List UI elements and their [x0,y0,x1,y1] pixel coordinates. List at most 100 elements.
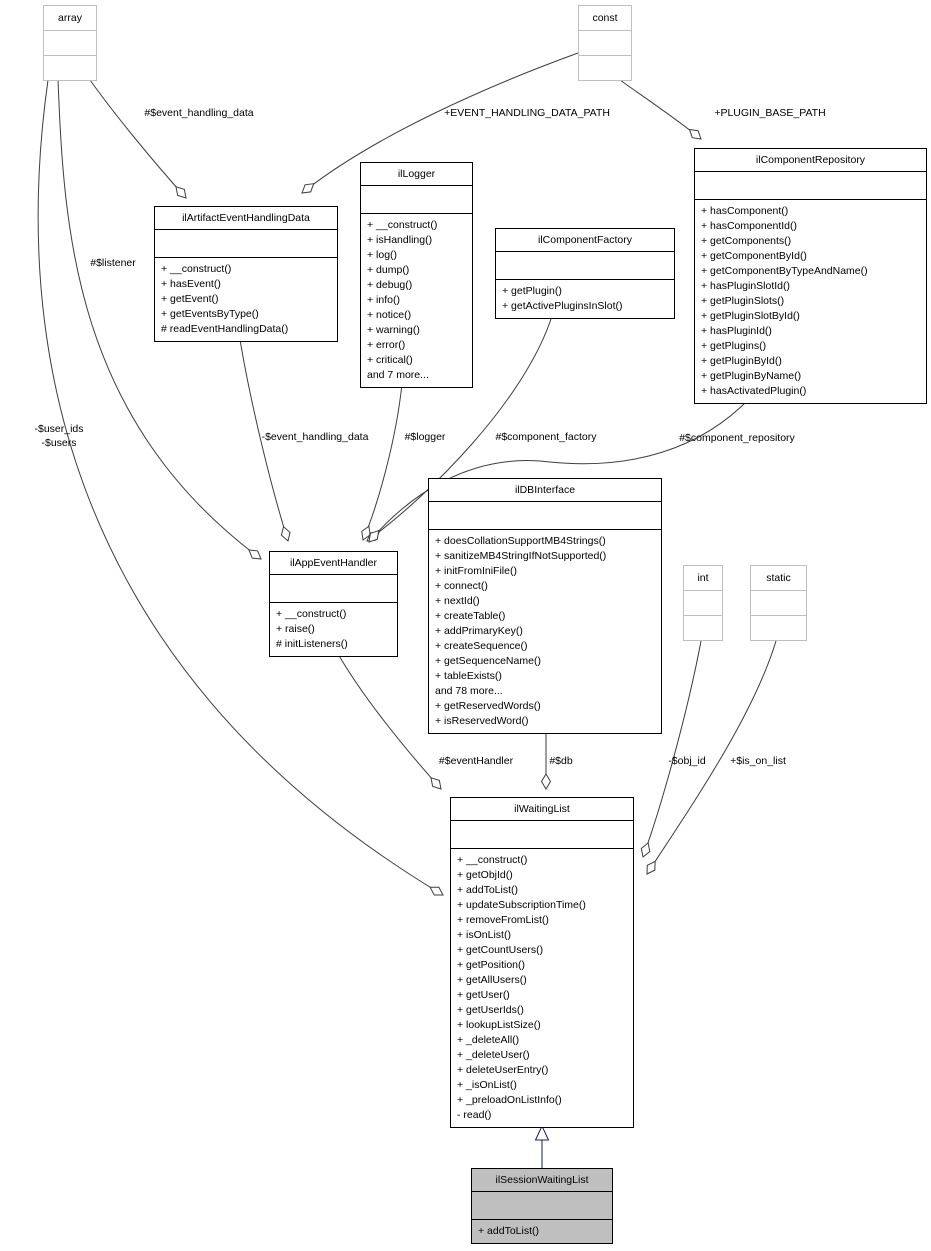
methods-compartment: + __construct() + hasEvent() + getEvent() +… [155,258,337,341]
method-label: + sanitizeMB4StringIfNotSupported() [435,550,607,562]
method-label: + addPrimaryKey() [435,625,523,637]
edge-label-event-handling-data: #$event_handling_data [144,107,254,119]
method-label: + _deleteAll() [457,1034,520,1046]
class-const[interactable]: const [578,5,632,81]
attrs-compartment [44,31,96,56]
edge-array-appeventhandler [57,79,262,560]
class-array[interactable]: array [43,5,97,81]
method-label: + notice() [367,309,412,321]
attrs-compartment [429,502,661,530]
method-label: + getAllUsers() [457,974,527,986]
method-label: + getPluginSlots() [701,295,785,307]
methods-compartment: + hasComponent()+ hasComponentId()+ getC… [695,200,926,403]
method-label: + __construct() [457,854,528,866]
method-label: + hasEvent() [161,278,221,290]
method-label: # readEventHandlingData() [161,323,289,335]
class-title: int [684,566,722,591]
method-label: + addToList() [478,1225,539,1237]
edge-int-waitinglist [640,640,702,858]
method-label: + hasPluginId() [701,325,772,337]
class-title: ilAppEventHandler [270,552,397,575]
methods-compartment: + doesCollationSupportMB4Strings()+ sani… [429,530,661,733]
edge-const-artifact [301,52,579,194]
edge-label-plugin-base-path: +PLUGIN_BASE_PATH [714,107,826,119]
attrs-compartment [579,31,631,56]
attrs-compartment [472,1192,612,1220]
method-label: + getUserIds() [457,1004,524,1016]
attrs-compartment [155,230,337,258]
method-label: + debug() [367,279,413,291]
method-label: + getPosition() [457,959,525,971]
edge-label-obj-id: -$obj_id [668,755,706,767]
class-ilLogger[interactable]: ilLogger + __construct()+ isHandling()+ … [360,162,473,388]
method-label: + error() [367,339,406,351]
class-title: ilDBInterface [429,479,661,502]
edge-label-logger: #$logger [404,431,446,443]
method-label: + lookupListSize() [457,1019,541,1031]
edge-logger-appeventhandler [361,383,403,541]
method-label: + nextId() [435,595,480,607]
methods-compartment [579,56,631,80]
edge-label-user-ids-users: -$user_ids -$users [34,423,84,449]
method-label: + getEventsByType() [161,308,259,320]
method-label: + isHandling() [367,234,433,246]
methods-compartment: + __construct() + raise() # initListeners(… [270,603,397,656]
method-label: + log() [367,249,398,261]
method-label: + raise() [276,623,315,635]
method-label: + updateSubscriptionTime() [457,899,586,911]
method-label: + getSequenceName() [435,655,541,667]
method-label: + warning() [367,324,420,336]
method-label: + dump() [367,264,410,276]
class-ilComponentRepository[interactable]: ilComponentRepository + hasComponent()+ … [694,148,927,404]
inheritance-arrow [534,1124,550,1141]
edge-label-is-on-list: +$is_on_list [730,755,786,767]
method-label: + createTable() [435,610,506,622]
class-ilWaitingList[interactable]: ilWaitingList + __construct()+ getObjId(… [450,797,634,1128]
method-label: # initListeners() [276,638,348,650]
class-title: ilComponentRepository [695,149,926,172]
class-ilSessionWaitingList[interactable]: ilSessionWaitingList + addToList() [471,1168,613,1244]
method-label: + getEvent() [161,293,219,305]
class-ilAppEventHandler[interactable]: ilAppEventHandler + __construct() + raise… [269,551,398,657]
methods-compartment [751,616,806,640]
edge-array-artifact [89,79,187,199]
method-label: + addToList() [457,884,518,896]
method-label: + removeFromList() [457,914,549,926]
method-label: + getPluginById() [701,355,782,367]
class-int[interactable]: int [683,565,723,641]
method-label: + isReservedWord() [435,715,529,727]
method-label: and 78 more... [435,685,503,697]
edge-label-listener: #$listener [90,257,136,269]
class-ilComponentFactory[interactable]: ilComponentFactory + getPlugin()+ getAct… [495,228,675,319]
class-title: ilLogger [361,163,472,186]
attrs-compartment [361,186,472,214]
class-ilDBInterface[interactable]: ilDBInterface + doesCollationSupportMB4S… [428,478,662,734]
method-label: + __construct() [276,608,347,620]
attrs-compartment [695,172,926,200]
method-label: and 7 more... [367,369,429,381]
method-label: + connect() [435,580,488,592]
class-title: const [579,6,631,31]
method-label: + getReservedWords() [435,700,541,712]
method-label: + getComponentByTypeAndName() [701,265,868,277]
method-label: + getComponents() [701,235,792,247]
edge-label-component-factory: #$component_factory [495,431,597,443]
method-label: - read() [457,1109,492,1121]
class-static[interactable]: static [750,565,807,641]
edge-componentfactory-appeventhandler [366,315,553,542]
method-label: + getPluginByName() [701,370,802,382]
method-label: + createSequence() [435,640,528,652]
methods-compartment [44,56,96,80]
class-ilArtifactEventHandlingData[interactable]: ilArtifactEventHandlingData + __construc… [154,206,338,342]
method-label: + getUser() [457,989,510,1001]
method-label: + getComponentById() [701,250,807,262]
method-label: + _isOnList() [457,1079,517,1091]
attrs-compartment [270,575,397,603]
method-label: + __construct() [161,263,232,275]
method-label: + hasPluginSlotId() [701,280,791,292]
method-label: + initFromIniFile() [435,565,517,577]
class-title: ilWaitingList [451,798,633,821]
method-label: + getPlugins() [701,340,767,352]
